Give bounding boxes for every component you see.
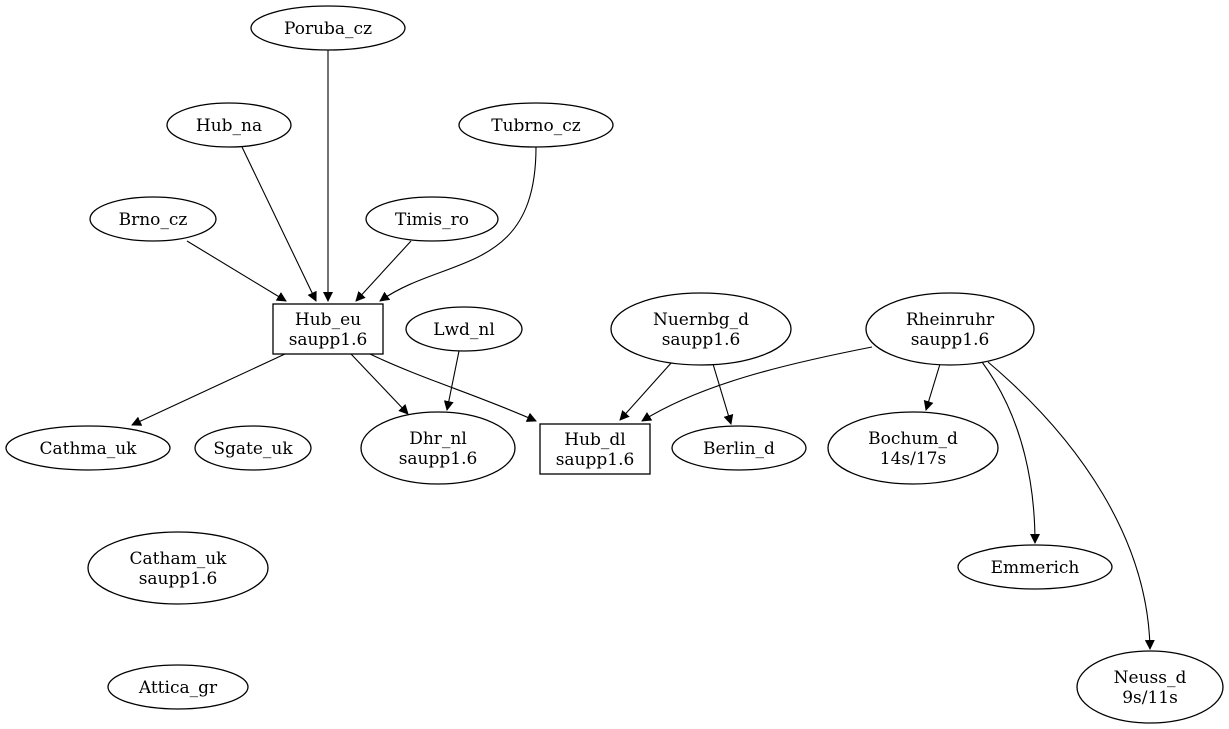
node-label: Cathma_uk bbox=[40, 439, 138, 459]
node-ellipse-shape bbox=[87, 531, 269, 605]
node-ellipse-shape bbox=[610, 292, 792, 366]
node-label: Berlin_d bbox=[703, 439, 775, 459]
edge-nuernbg-to-hub_dl bbox=[619, 361, 673, 421]
node-ellipse-shape bbox=[957, 544, 1113, 590]
edges-layer bbox=[131, 50, 1155, 650]
node-ellipse-shape bbox=[365, 196, 499, 242]
node-ellipse-shape bbox=[5, 425, 171, 471]
node-ellipse-shape bbox=[671, 425, 807, 471]
node-label: Dhr_nl bbox=[409, 429, 467, 449]
edge-nuernbg-to-berlin bbox=[712, 363, 734, 425]
node-label: Attica_gr bbox=[138, 678, 218, 698]
node-label: Hub_dl bbox=[564, 430, 625, 450]
node-label: saupp1.6 bbox=[556, 450, 635, 470]
node-attica: Attica_gr bbox=[107, 664, 249, 710]
node-label: Tubrno_cz bbox=[491, 116, 581, 136]
node-tubrno: Tubrno_cz bbox=[458, 102, 614, 148]
node-label: 9s/11s bbox=[1122, 688, 1178, 708]
node-label: saupp1.6 bbox=[289, 330, 368, 350]
node-label: Emmerich bbox=[991, 558, 1080, 578]
edge-timis-to-hub_eu bbox=[355, 240, 412, 302]
node-neuss: Neuss_d9s/11s bbox=[1076, 650, 1224, 724]
node-box-shape bbox=[272, 303, 384, 355]
node-ellipse-shape bbox=[107, 664, 249, 710]
node-ellipse-shape bbox=[405, 306, 523, 352]
node-timis: Timis_ro bbox=[365, 196, 499, 242]
node-ellipse-shape bbox=[360, 411, 516, 485]
node-label: Sgate_uk bbox=[213, 439, 293, 459]
edge-rheinruhr-to-neuss bbox=[987, 361, 1155, 650]
edge-tubrno-to-hub_eu bbox=[379, 146, 537, 302]
node-label: Lwd_nl bbox=[433, 320, 495, 340]
node-label: Rheinruhr bbox=[906, 310, 995, 330]
node-label: Hub_na bbox=[196, 116, 262, 136]
node-ellipse-shape bbox=[458, 102, 614, 148]
node-label: Hub_eu bbox=[295, 310, 361, 330]
edge-hub_na-to-hub_eu bbox=[241, 146, 317, 302]
edge-rheinruhr-to-hub_dl bbox=[641, 346, 873, 422]
edge-hub_eu-to-cathma bbox=[131, 353, 286, 426]
edge-brno-to-hub_eu bbox=[186, 240, 287, 302]
node-label: Poruba_cz bbox=[284, 19, 372, 39]
edge-rheinruhr-to-emmerich bbox=[981, 361, 1040, 544]
node-ellipse-shape bbox=[89, 196, 217, 242]
node-label: Catham_uk bbox=[130, 549, 228, 569]
node-ellipse-shape bbox=[1076, 650, 1224, 724]
node-label: saupp1.6 bbox=[911, 330, 990, 350]
node-label: Neuss_d bbox=[1114, 668, 1187, 688]
node-ellipse-shape bbox=[194, 425, 312, 471]
edge-hub_eu-to-hub_dl bbox=[369, 353, 537, 422]
node-label: Nuernbg_d bbox=[653, 310, 749, 330]
edge-lwd-to-dhr bbox=[443, 350, 460, 411]
node-emmerich: Emmerich bbox=[957, 544, 1113, 590]
node-sgate: Sgate_uk bbox=[194, 425, 312, 471]
node-label: Bochum_d bbox=[868, 429, 958, 449]
node-brno: Brno_cz bbox=[89, 196, 217, 242]
edge-hub_eu-to-dhr bbox=[350, 353, 409, 415]
node-poruba: Poruba_cz bbox=[250, 5, 406, 51]
node-label: Brno_cz bbox=[119, 210, 188, 230]
node-hub_na: Hub_na bbox=[166, 102, 292, 148]
edge-rheinruhr-to-bochum bbox=[923, 363, 941, 411]
node-berlin: Berlin_d bbox=[671, 425, 807, 471]
node-label: saupp1.6 bbox=[662, 330, 741, 350]
node-label: saupp1.6 bbox=[139, 569, 218, 589]
node-ellipse-shape bbox=[827, 411, 999, 485]
node-ellipse-shape bbox=[250, 5, 406, 51]
node-ellipse-shape bbox=[865, 292, 1035, 366]
node-ellipse-shape bbox=[166, 102, 292, 148]
node-label: saupp1.6 bbox=[399, 449, 478, 469]
node-lwd: Lwd_nl bbox=[405, 306, 523, 352]
node-label: 14s/17s bbox=[880, 449, 946, 469]
node-label: Timis_ro bbox=[395, 210, 469, 230]
node-cathma: Cathma_uk bbox=[5, 425, 171, 471]
node-box-shape bbox=[539, 423, 651, 475]
